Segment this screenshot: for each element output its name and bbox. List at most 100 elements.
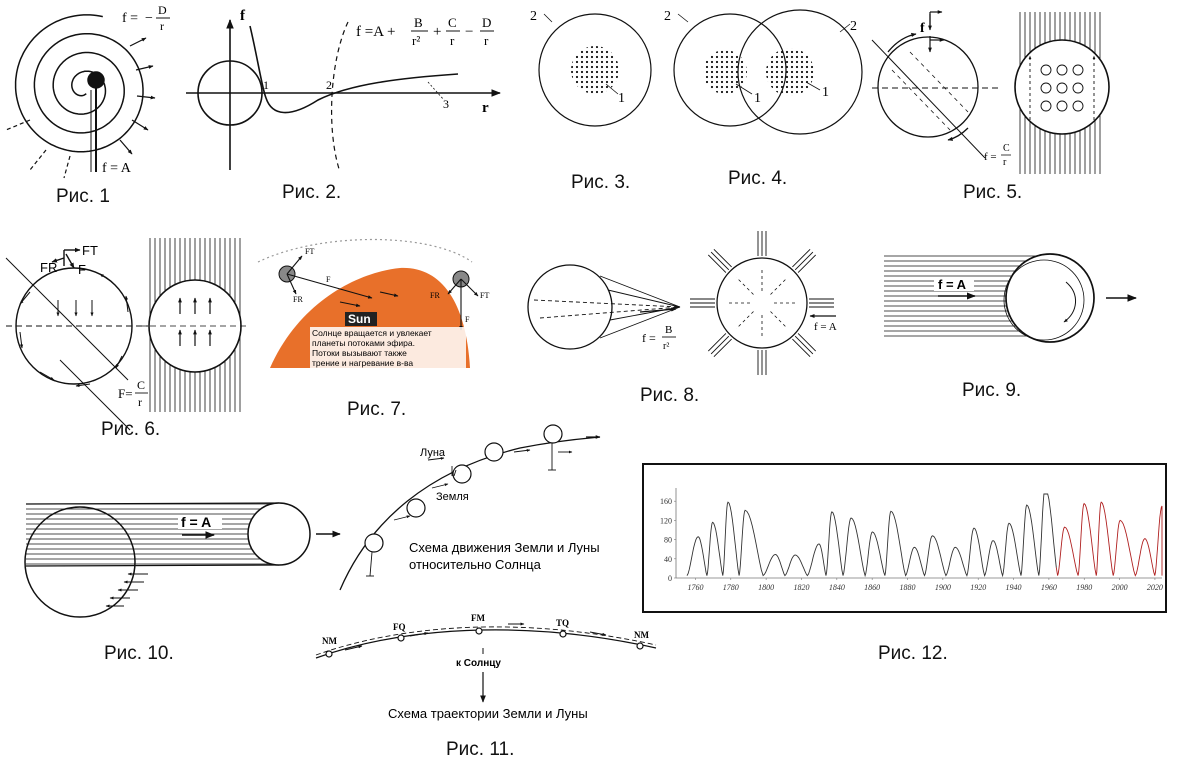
fig2-potential-diagram: [186, 19, 501, 173]
fig8-formula-num: B: [665, 324, 672, 336]
fig4-label-2b: 2: [850, 19, 857, 34]
fig11-phase-nm-left: NM: [322, 636, 337, 646]
fig11-trajectory: [315, 622, 657, 703]
fig11-trajectory-title: Схема траектории Земли и Луны: [388, 706, 588, 721]
fig6-formula-den: r: [138, 395, 142, 409]
fig11-moon-1: [364, 533, 384, 553]
fig3-single-body: [538, 13, 652, 127]
fig11-earth-2: [484, 442, 504, 462]
fig2-axis-r-label: r: [482, 100, 489, 116]
fig6-label-f: F: [78, 262, 86, 277]
caption-fig2: Рис. 2.: [282, 182, 342, 203]
fig11-to-sun: к Солнцу: [456, 658, 501, 669]
fig8-radial-rays: [690, 231, 834, 375]
fig2-point-2: 2: [326, 78, 332, 92]
fig12-x-tick-label: 2020: [1147, 583, 1163, 592]
fig12-x-tick-label: 1780: [723, 583, 739, 592]
fig2-dashed-arc: [331, 21, 349, 173]
fig6-label-ft: FT: [82, 243, 98, 258]
caption-fig12: Рис. 12.: [878, 643, 948, 664]
fig1-planet-dot: [87, 71, 105, 89]
fig11-phase-tq: TQ: [556, 618, 569, 628]
fig4-label-2a: 2: [664, 9, 671, 24]
fig12-y-tick-label: 80: [664, 536, 672, 545]
fig12-x-tick-label: 1840: [829, 583, 845, 592]
fig6-inner-arrows: [178, 297, 212, 346]
fig7-sun-label: Sun: [348, 312, 371, 326]
fig11-moon-trajectory: [315, 626, 657, 656]
fig7-sun-text-4: трение и нагревание в-ва: [312, 358, 413, 368]
fig5-rotation-arrow-top: [887, 32, 917, 53]
caption-fig6: Рис. 6.: [101, 419, 161, 440]
fig12-x-tick-label: 2000: [1112, 583, 1128, 592]
fig2-point-1: 1: [263, 78, 269, 92]
fig1-spiral-diagram: [5, 14, 156, 179]
fig8-formula: f = B r²: [642, 324, 676, 352]
fig2-formula-d-den: r: [484, 33, 489, 48]
caption-fig8: Рис. 8.: [640, 385, 700, 406]
caption-fig11: Рис. 11.: [446, 739, 515, 760]
fig1-formula-top-num: D: [158, 3, 167, 17]
caption-fig9: Рис. 9.: [962, 380, 1022, 401]
caption-fig10: Рис. 10.: [104, 643, 174, 664]
fig1-formula-top-den: r: [160, 19, 164, 33]
fig11-scheme-title-1: Схема движения Земли и Луны: [409, 540, 600, 555]
fig7-label-f-mid: F: [326, 275, 331, 284]
fig5-circle-left: [877, 36, 979, 138]
fig12-series-recent: [1055, 501, 1163, 577]
fig11-moon-2: [452, 464, 472, 484]
fig1-formula-top-sign: −: [145, 11, 153, 26]
fig1-outer-arrows: [5, 37, 156, 179]
fig7-label-fr-right: FR: [430, 291, 440, 300]
caption-fig7: Рис. 7.: [347, 399, 407, 420]
fig2-point-3: 3: [443, 97, 449, 111]
fig11-phase-nm-right: NM: [634, 630, 649, 640]
fig3-outer-circle: [538, 13, 652, 127]
fig1-spiral: [14, 14, 144, 153]
fig12-x-tick-label: 1760: [687, 583, 703, 592]
fig11-phase-fq: FQ: [393, 622, 406, 632]
fig6-surface-arrows: [19, 273, 129, 388]
fig7-sun-planets: Sun Солнце вращается и увлекает планеты …: [257, 238, 479, 369]
fig5-label-f: f: [920, 21, 925, 36]
fig3-dotted-core: [571, 46, 619, 94]
fig12-x-tick-label: 1920: [970, 583, 986, 592]
fig6-formula: F= C r: [118, 378, 148, 409]
fig6-formula-num: C: [137, 378, 145, 392]
fig7-sun-label-box: [345, 312, 377, 326]
fig11-scheme-title-2: относительно Солнца: [409, 557, 542, 572]
fig8-formula-den: r²: [663, 341, 669, 352]
fig11-phase-fm: FM: [471, 613, 485, 623]
fig2-formula: f =A + B r² + C r − D r: [356, 15, 494, 48]
fig10-small-arrows: [105, 572, 148, 608]
fig7-label-ft-left: FT: [305, 247, 314, 256]
fig12-y-tick-label: 0: [668, 574, 672, 583]
fig10-flow-bodies: [24, 502, 341, 618]
svg-text:−: −: [465, 24, 473, 40]
fig4-label-1b: 1: [822, 85, 829, 100]
fig11-earth-label: Земля: [436, 491, 469, 503]
fig12-chart-axes: [675, 488, 1162, 579]
fig12-x-tick-label: 1880: [900, 583, 916, 592]
fig12-x-tick-label: 1980: [1076, 583, 1092, 592]
fig7-sun-text-2: планеты потоками эфира.: [312, 338, 415, 348]
fig4-two-bodies: [673, 9, 863, 135]
fig2-formula-main: f =A +: [356, 24, 395, 40]
fig2-formula-c-den: r: [450, 33, 455, 48]
fig10-horizontal-flow-lines: [25, 502, 280, 567]
fig6-force-body: [5, 247, 148, 431]
fig12-y-tick-label: 120: [660, 516, 672, 525]
fig7-sun-text-1: Солнце вращается и увлекает: [312, 328, 432, 338]
caption-fig4: Рис. 4.: [728, 168, 788, 189]
fig2-axis-f-label: f: [240, 8, 246, 24]
fig12-series-historical: [686, 493, 1057, 578]
fig7-force-labels: FT FR F FR FT F: [293, 247, 489, 324]
fig6-formula-lhs: F=: [118, 386, 133, 401]
fig8-formula-right: f = A: [814, 321, 837, 333]
fig9-flow-body: [884, 253, 1137, 343]
